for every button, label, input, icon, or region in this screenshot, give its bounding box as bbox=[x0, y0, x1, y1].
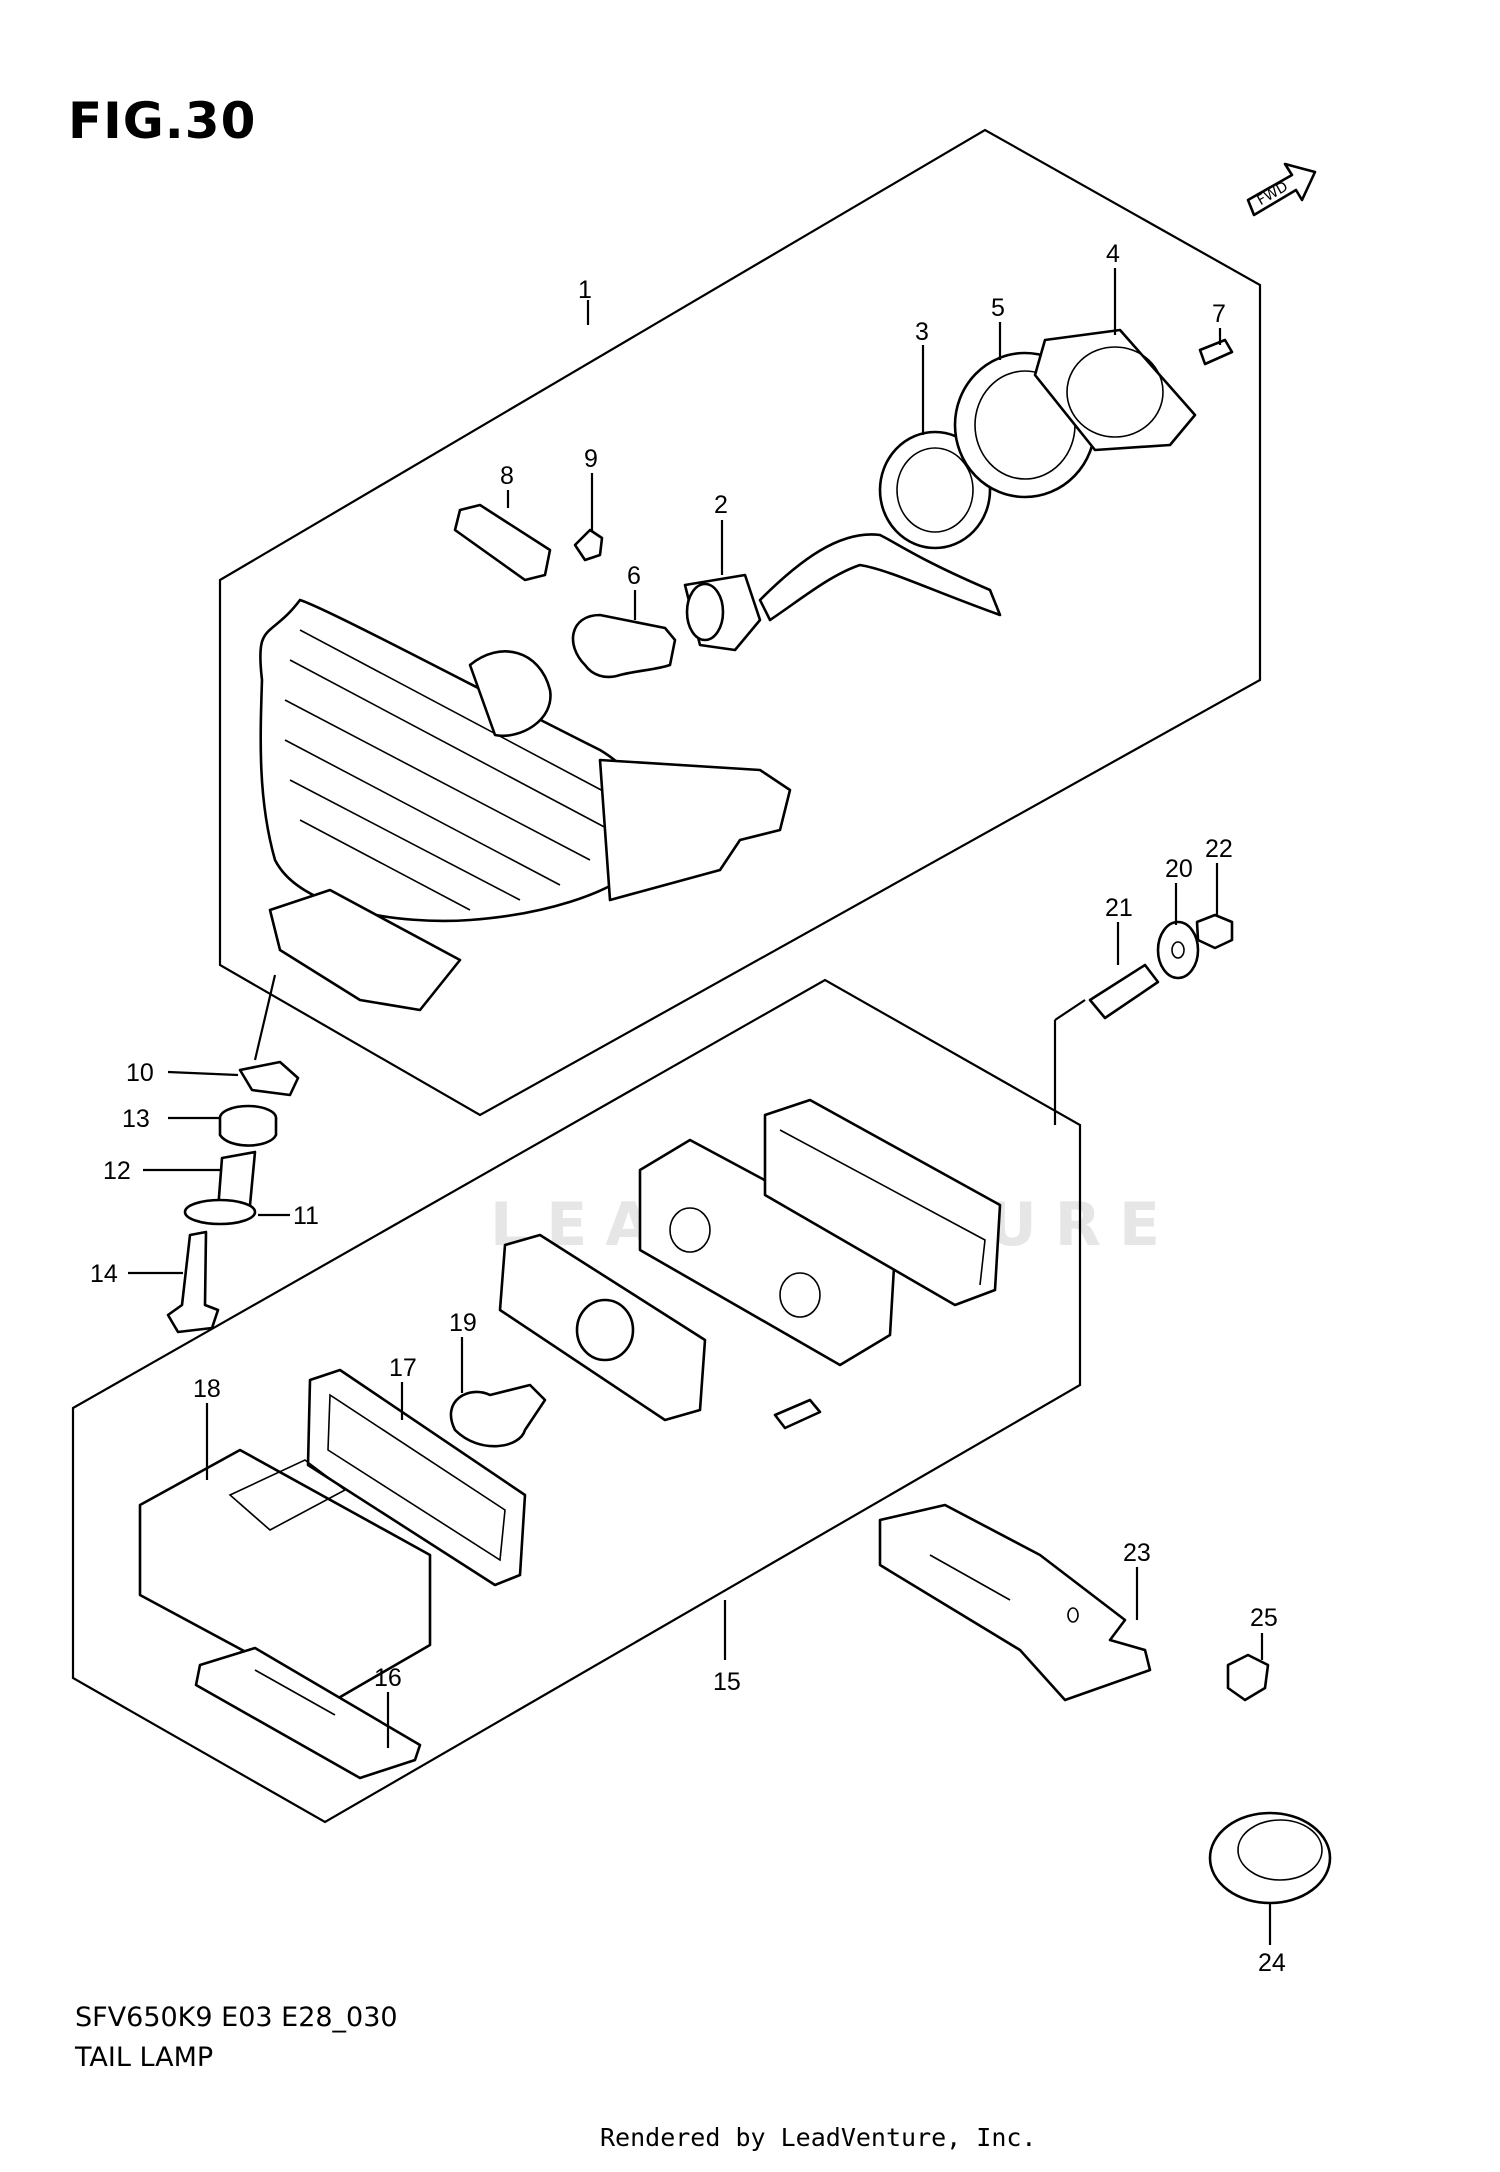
model-code: SFV650K9 E03 E28_030 bbox=[75, 2002, 398, 2033]
bolt-14 bbox=[166, 1230, 220, 1334]
callout-23: 23 bbox=[1123, 1539, 1151, 1567]
section-name: TAIL LAMP bbox=[75, 2042, 214, 2073]
callout-21: 21 bbox=[1105, 894, 1133, 922]
washer-20 bbox=[1156, 920, 1200, 980]
lens-16 bbox=[194, 1646, 422, 1780]
bulb-6 bbox=[571, 613, 677, 679]
assembly-1-boundary bbox=[218, 128, 1262, 1117]
callout-10: 10 bbox=[126, 1059, 154, 1087]
callout-labels: 1 2 3 4 5 6 7 8 9 10 11 12 13 14 15 16 1… bbox=[90, 240, 1286, 1977]
callout-5: 5 bbox=[991, 294, 1005, 322]
leader-lines bbox=[128, 268, 1272, 1945]
ring-3 bbox=[878, 430, 992, 550]
callout-13: 13 bbox=[122, 1105, 150, 1133]
callout-8: 8 bbox=[500, 462, 514, 490]
gasket-4 bbox=[1033, 328, 1197, 452]
assembly-15-boundary bbox=[71, 978, 1082, 1824]
callout-9: 9 bbox=[584, 445, 598, 473]
callout-15: 15 bbox=[713, 1668, 741, 1696]
collar-21 bbox=[1088, 963, 1160, 1020]
lens-housing-18 bbox=[138, 1448, 432, 1702]
nut-22 bbox=[1195, 913, 1234, 950]
callout-18: 18 bbox=[193, 1375, 221, 1403]
callout-6: 6 bbox=[627, 562, 641, 590]
callout-16: 16 bbox=[374, 1664, 402, 1692]
screw-9 bbox=[573, 528, 604, 562]
screw-lower bbox=[773, 1398, 822, 1430]
washer-11 bbox=[183, 1198, 257, 1226]
socket-2 bbox=[683, 533, 1002, 652]
callout-4: 4 bbox=[1106, 240, 1120, 268]
grommet-13 bbox=[218, 1104, 278, 1147]
callout-7: 7 bbox=[1212, 300, 1226, 328]
lamp-body bbox=[638, 1138, 897, 1367]
figure-title: FIG.30 bbox=[68, 92, 257, 150]
callout-22: 22 bbox=[1205, 835, 1233, 863]
nut-25 bbox=[1226, 1653, 1270, 1702]
screw-7 bbox=[1198, 338, 1234, 366]
callout-12: 12 bbox=[103, 1157, 131, 1185]
callout-14: 14 bbox=[90, 1260, 118, 1288]
nut-10 bbox=[238, 1060, 300, 1097]
license-lamp-bracket bbox=[498, 1233, 707, 1422]
rendered-by-footer: Rendered by LeadVenture, Inc. bbox=[600, 2123, 1037, 2152]
callout-1: 1 bbox=[578, 276, 592, 304]
callout-17: 17 bbox=[389, 1354, 417, 1382]
license-lamp-base-17 bbox=[306, 1368, 527, 1587]
callout-19: 19 bbox=[449, 1309, 477, 1337]
clip-8 bbox=[453, 503, 552, 582]
reflector-24 bbox=[1208, 1811, 1332, 1905]
tail-lamp-housing bbox=[259, 598, 792, 1012]
lens-cover bbox=[763, 1098, 1002, 1307]
bulb-19 bbox=[449, 1383, 547, 1448]
callout-20: 20 bbox=[1165, 855, 1193, 883]
callout-3: 3 bbox=[915, 318, 929, 346]
bracket-23 bbox=[878, 1503, 1152, 1702]
callout-2: 2 bbox=[714, 491, 728, 519]
callout-25: 25 bbox=[1250, 1604, 1278, 1632]
callout-24: 24 bbox=[1258, 1949, 1286, 1977]
callout-11: 11 bbox=[293, 1202, 319, 1230]
forward-arrow-icon: FWD bbox=[1246, 162, 1317, 217]
